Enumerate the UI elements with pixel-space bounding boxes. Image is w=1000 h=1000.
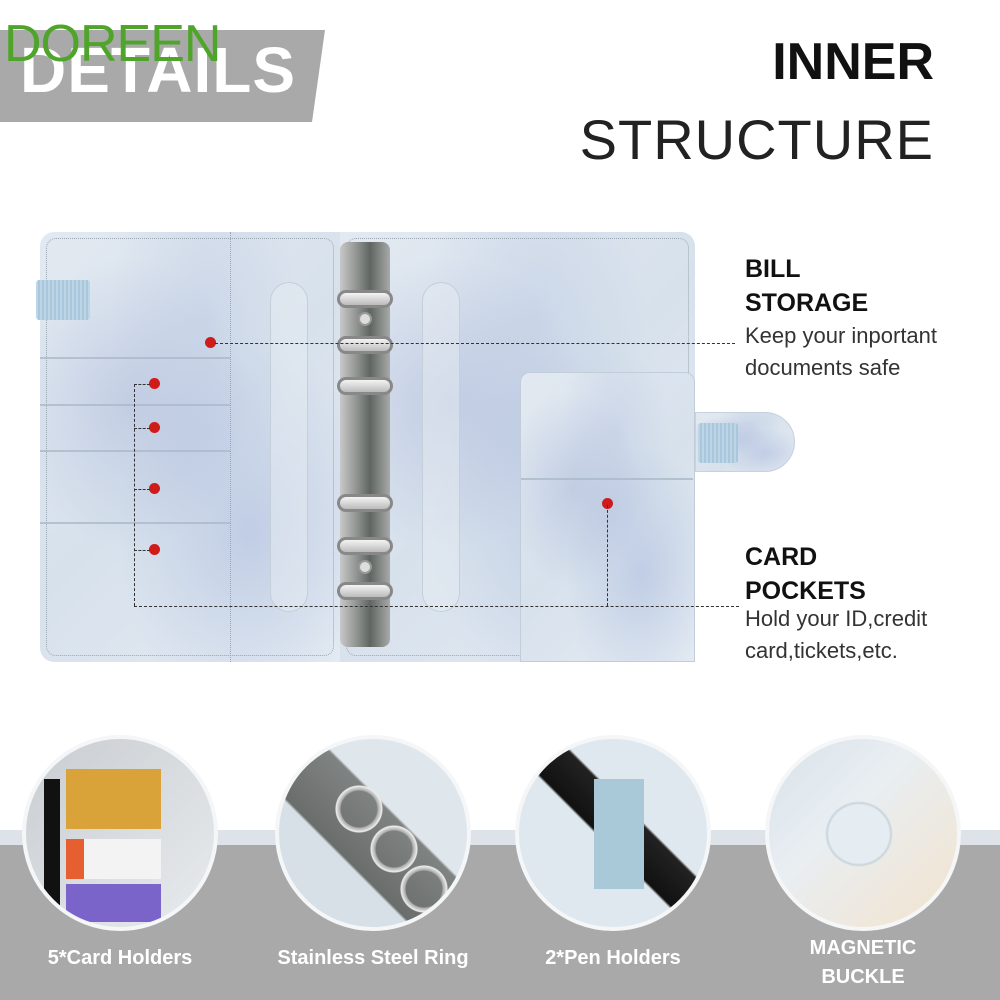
ring-spine bbox=[340, 242, 390, 647]
binder-ring bbox=[337, 336, 393, 354]
card-pockets-leader bbox=[134, 489, 150, 490]
card-pockets-leader bbox=[134, 384, 135, 606]
details-label: DETAILS bbox=[20, 34, 297, 106]
feature-label: BUCKLE bbox=[821, 966, 905, 988]
bill-storage-title-2: STORAGE bbox=[745, 289, 869, 317]
feature-label: Stainless Steel Ring bbox=[277, 947, 469, 969]
pen-loop bbox=[422, 282, 460, 612]
card-pockets-leader bbox=[134, 428, 150, 429]
brand-watermark: DOREEN bbox=[4, 15, 221, 73]
card-slot-line bbox=[40, 522, 230, 524]
card-slot-line bbox=[40, 404, 230, 406]
bill-storage-marker bbox=[205, 337, 216, 348]
pocket-seam bbox=[230, 232, 231, 662]
bill-storage-title-1: BILL bbox=[745, 255, 801, 283]
binder-ring bbox=[337, 537, 393, 555]
card-pockets-title-2: POCKETS bbox=[745, 577, 866, 605]
card-holders-photo bbox=[22, 735, 218, 931]
binder-ring bbox=[337, 582, 393, 600]
card-slot-marker bbox=[149, 378, 160, 389]
rivet bbox=[358, 312, 372, 326]
bill-storage-leader bbox=[215, 343, 735, 344]
card-slot-marker bbox=[149, 422, 160, 433]
magnetic-buckle-photo bbox=[765, 735, 961, 931]
card-slot-marker bbox=[149, 483, 160, 494]
card-pockets-desc-2: card,tickets,etc. bbox=[745, 638, 898, 663]
details-banner bbox=[0, 30, 325, 122]
card-slot-marker bbox=[149, 544, 160, 555]
pen-holders-photo bbox=[515, 735, 711, 931]
rivet bbox=[358, 560, 372, 574]
card-slot-line bbox=[40, 450, 230, 452]
bill-storage-desc-2: documents safe bbox=[745, 355, 901, 380]
card-pockets-title-1: CARD bbox=[745, 543, 818, 571]
bottom-strip bbox=[0, 830, 1000, 845]
title-inner: INNER bbox=[772, 33, 934, 91]
pen-loop bbox=[270, 282, 308, 612]
card-pockets-leader bbox=[134, 550, 150, 551]
binder-left-panel bbox=[36, 232, 340, 662]
magnetic-strap bbox=[695, 412, 795, 472]
card-pockets-leader bbox=[607, 505, 608, 606]
card-pockets-desc-1: Hold your ID,credit bbox=[745, 606, 928, 631]
binder-ring bbox=[337, 290, 393, 308]
title-structure: STRUCTURE bbox=[579, 108, 934, 171]
binder-ring bbox=[337, 377, 393, 395]
feature-label: 2*Pen Holders bbox=[545, 947, 681, 969]
card-slot-line bbox=[40, 357, 230, 359]
feature-label: 5*Card Holders bbox=[47, 947, 193, 969]
card-pocket-marker bbox=[602, 498, 613, 509]
steel-ring-photo bbox=[275, 735, 471, 931]
card-pockets-leader bbox=[134, 606, 739, 607]
feature-label: MAGNETIC bbox=[809, 937, 917, 959]
card-pockets-leader bbox=[134, 384, 150, 385]
bill-storage-desc-1: Keep your inportant bbox=[745, 323, 938, 348]
binder-illustration bbox=[36, 232, 795, 662]
pocket-divider bbox=[521, 478, 693, 480]
elastic-band bbox=[698, 423, 738, 463]
stitching bbox=[46, 238, 334, 656]
binder-ring bbox=[337, 494, 393, 512]
elastic-band bbox=[36, 280, 90, 320]
